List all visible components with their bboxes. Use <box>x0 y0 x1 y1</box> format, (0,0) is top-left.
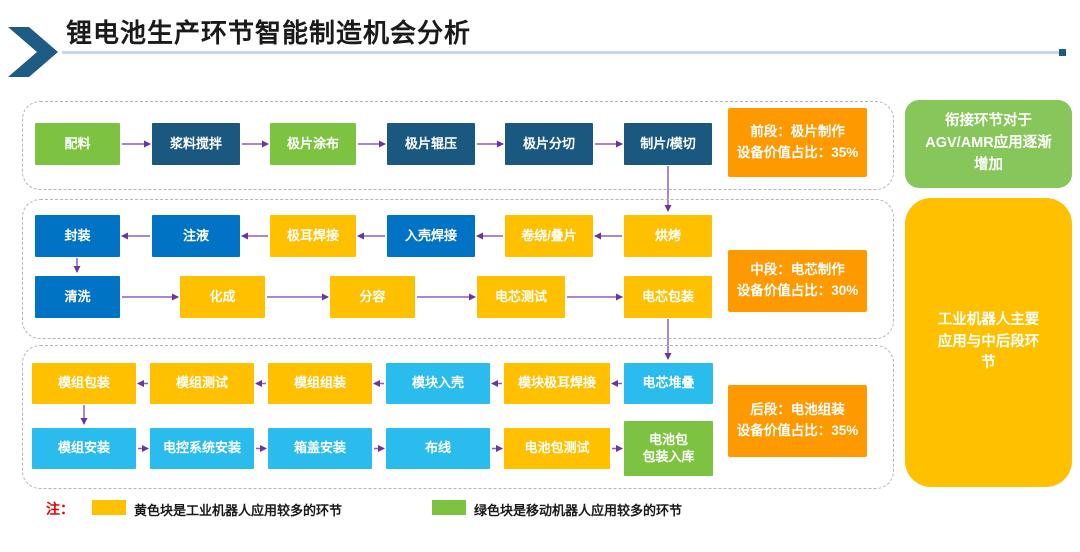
process-step: 电芯包装 <box>624 276 712 318</box>
process-step: 极片辊压 <box>387 123 475 165</box>
process-step: 注液 <box>152 215 240 257</box>
legend-label-green: 绿色块是移动机器人应用较多的环节 <box>474 503 683 518</box>
process-step: 配料 <box>35 123 120 165</box>
process-step: 清洗 <box>35 276 120 318</box>
process-step: 模块极耳焊接 <box>504 363 610 404</box>
process-step: 入壳焊接 <box>387 215 475 257</box>
process-step: 极耳焊接 <box>270 215 356 257</box>
title-chevron-icon <box>8 27 58 77</box>
process-step: 电芯测试 <box>477 276 565 318</box>
legend-note-label: 注： <box>46 501 74 517</box>
section-frame <box>22 101 894 190</box>
process-step: 浆料搅拌 <box>152 123 240 165</box>
process-step: 烘烤 <box>624 215 712 257</box>
process-step: 电池包测试 <box>504 428 610 469</box>
note-panel-agv: 衔接环节对于 AGV/AMR应用逐渐 增加 <box>905 100 1072 188</box>
title-endcap <box>1059 49 1066 56</box>
process-step: 模组测试 <box>150 363 254 404</box>
stage-callout: 中段：电芯制作 设备价值占比：30% <box>728 250 867 312</box>
legend-swatch-yellow <box>92 500 126 515</box>
title-underline <box>62 51 1060 54</box>
process-step: 卷绕/叠片 <box>505 215 593 257</box>
legend: 注： 黄色块是工业机器人应用较多的环节 绿色块是移动机器人应用较多的环节 <box>0 497 900 521</box>
stage-callout: 后段：电池组装 设备价值占比：35% <box>728 385 867 457</box>
stage-callout: 前段：极片制作 设备价值占比：35% <box>728 108 867 177</box>
section-frame <box>22 199 894 339</box>
page-title: 锂电池生产环节智能制造机会分析 <box>66 18 472 48</box>
process-step: 封装 <box>35 215 120 257</box>
process-step: 极片涂布 <box>270 123 356 165</box>
process-step: 模组组装 <box>268 363 372 404</box>
process-step: 模组安装 <box>32 428 136 469</box>
process-step: 电池包 包装入库 <box>624 421 713 476</box>
process-step: 极片分切 <box>505 123 593 165</box>
process-step: 箱盖安装 <box>268 428 372 469</box>
section-frame <box>22 345 894 489</box>
process-step: 电控系统安装 <box>150 428 254 469</box>
process-step: 化成 <box>180 276 265 318</box>
process-step: 电芯堆叠 <box>624 363 713 404</box>
process-step: 分容 <box>330 276 415 318</box>
legend-swatch-green <box>432 500 466 515</box>
process-step: 模块入壳 <box>386 363 490 404</box>
note-panel-industrial-robot: 工业机器人主要 应用与中后段环 节 <box>905 198 1072 487</box>
process-step: 模组包装 <box>32 363 136 404</box>
process-step: 制片/模切 <box>624 123 712 165</box>
process-step: 布线 <box>386 428 490 469</box>
legend-label-yellow: 黄色块是工业机器人应用较多的环节 <box>134 503 343 518</box>
